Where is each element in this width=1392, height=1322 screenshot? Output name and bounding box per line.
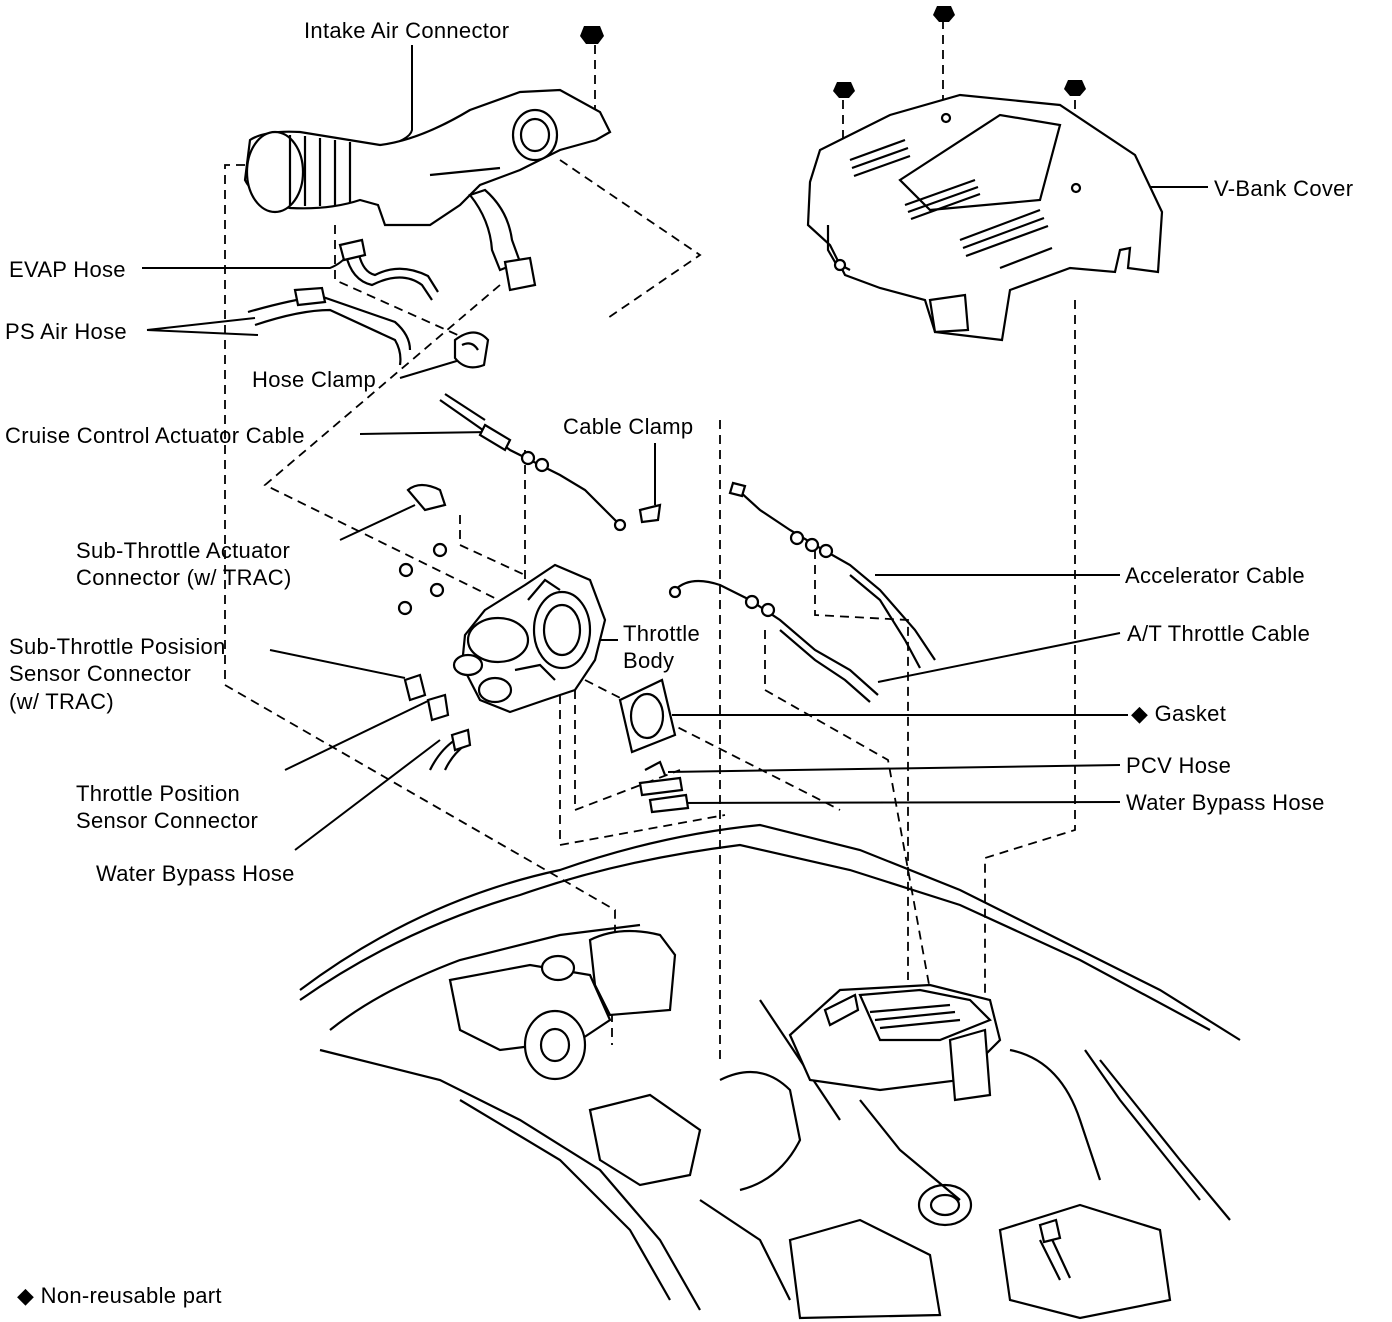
label-sub-throttle-actuator-line1: Sub-Throttle Actuator (76, 538, 291, 563)
at-throttle-cable-drawing (668, 579, 879, 703)
throttle-body-drawing (452, 563, 607, 714)
legend-non-reusable-part: ◆ Non-reusable part (17, 1283, 222, 1308)
label-gasket: ◆ Gasket (1131, 701, 1227, 726)
label-throttle-body-line2: Body (623, 648, 675, 673)
label-v-bank-cover: V-Bank Cover (1214, 176, 1354, 201)
intake-air-connector-drawing (243, 88, 612, 292)
label-pcv-hose: PCV Hose (1126, 753, 1232, 778)
label-throttle-position-line2: Sensor Connector (76, 808, 259, 833)
label-throttle-position-line1: Throttle Position (76, 781, 241, 806)
label-sub-throttle-actuator-line2: Connector (w/ TRAC) (76, 565, 292, 590)
label-accelerator-cable: Accelerator Cable (1125, 563, 1305, 588)
cable-clamp-drawing (638, 503, 662, 524)
cruise-cable-drawing (439, 393, 627, 532)
ps-air-hose-drawing (247, 286, 412, 366)
evap-hose-drawing (338, 238, 439, 301)
label-evap-hose: EVAP Hose (9, 257, 126, 282)
label-cable-clamp: Cable Clamp (563, 414, 694, 439)
label-hose-clamp: Hose Clamp (252, 367, 377, 392)
pcv-water-hoses-drawing (638, 760, 690, 814)
label-sub-throttle-position-line2: Sensor Connector (9, 661, 192, 686)
v-bank-cover-drawing (806, 93, 1164, 342)
accelerator-cable-drawing (728, 481, 936, 669)
label-throttle-body-line1: Throttle (623, 621, 700, 646)
small-connectors-drawing (397, 483, 472, 771)
bolt-top-drawing (580, 26, 604, 44)
gasket-drawing (618, 678, 677, 754)
label-water-bypass-hose-right: Water Bypass Hose (1126, 790, 1325, 815)
engine-bay-drawing (299, 823, 1241, 1320)
label-sub-throttle-position-line3: (w/ TRAC) (9, 689, 114, 714)
label-intake-air-connector: Intake Air Connector (304, 18, 510, 43)
label-sub-throttle-position-line1: Sub-Throttle Posision (9, 634, 226, 659)
hose-clamp-drawing (453, 331, 490, 369)
label-ps-air-hose: PS Air Hose (5, 319, 127, 344)
label-cruise-control-cable: Cruise Control Actuator Cable (5, 423, 305, 448)
label-at-throttle-cable: A/T Throttle Cable (1127, 621, 1311, 646)
v-bank-bolts-drawing (833, 6, 1086, 98)
leader-lines (142, 45, 1208, 851)
label-water-bypass-hose-left: Water Bypass Hose (96, 861, 295, 886)
